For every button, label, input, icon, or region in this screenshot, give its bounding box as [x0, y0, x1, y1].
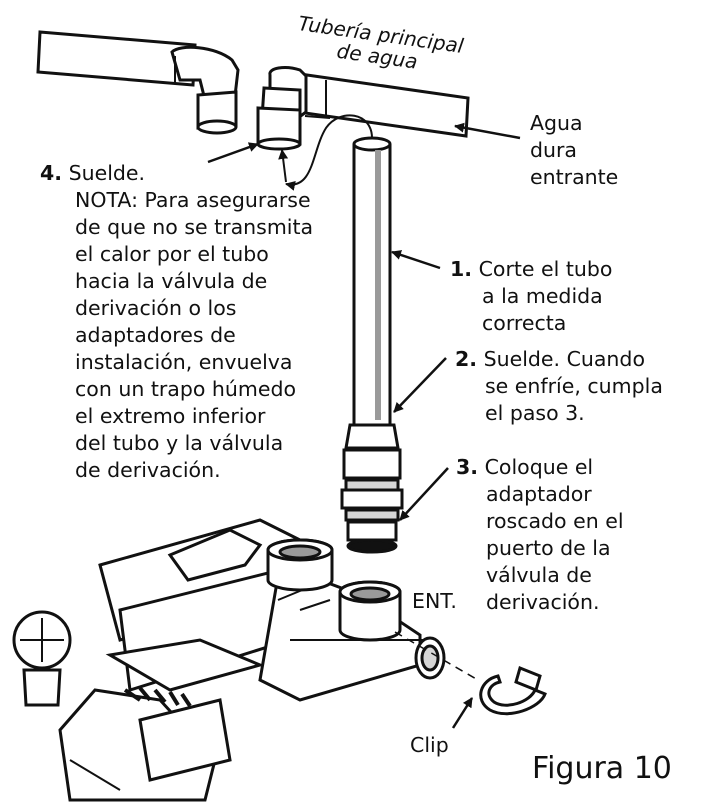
step4-number: 4.	[40, 161, 63, 185]
arrow-water-in	[454, 122, 521, 140]
step4-note-line3: el calor por el tubo	[75, 242, 269, 266]
step2-number: 2.	[455, 347, 478, 371]
step2-line3: el paso 3.	[485, 401, 585, 425]
arrow-clip	[451, 697, 474, 729]
step3-line5: válvula de	[486, 563, 592, 587]
elbow-up-arrow	[278, 149, 289, 183]
main-water-pipe-right	[256, 66, 470, 151]
arrow-step3	[399, 467, 449, 521]
vertical-pipe	[352, 136, 392, 427]
inlet-port-label: ENT.	[412, 589, 457, 613]
step1-label: 1. Corte el tubo a la medida correcta	[450, 256, 612, 337]
water-in-line3: entrante	[530, 165, 619, 189]
water-in-line2: dura	[530, 138, 577, 162]
step4-note-line4: hacia la válvula de	[75, 269, 268, 293]
arrow-step1	[391, 250, 441, 270]
main-water-pipe-left	[36, 30, 240, 135]
step2-line2: se enfríe, cumpla	[485, 374, 663, 398]
step3-number: 3.	[456, 455, 479, 479]
step4-note-line6: adaptadores de	[75, 323, 236, 347]
step4-note-line5: derivación o los	[75, 296, 237, 320]
step4-note-line11: de derivación.	[75, 458, 221, 482]
step3-line2: adaptador	[486, 482, 592, 506]
bypass-valve-assembly	[12, 518, 446, 802]
step1-line2: a la medida	[482, 284, 603, 308]
step4-note-line7: instalación, envuelva	[75, 350, 293, 374]
clip-label: Clip	[410, 733, 449, 757]
clip-part	[479, 665, 547, 716]
step3-line4: puerto de la	[486, 536, 611, 560]
step1-number: 1.	[450, 257, 473, 281]
water-in-label: Agua dura entrante	[530, 110, 618, 191]
step4-note-line2: de que no se transmita	[75, 215, 314, 239]
step1-line1: Corte el tubo	[478, 257, 613, 281]
arrow-step4	[207, 142, 259, 164]
step3-line6: derivación.	[486, 590, 600, 614]
step3-line1: Coloque el	[484, 455, 594, 479]
step2-line1: Suelde. Cuando	[483, 347, 645, 371]
clip-guide-line	[394, 631, 479, 681]
step4-note-line10: del tubo y la válvula	[75, 431, 284, 455]
threaded-adapter	[340, 423, 404, 554]
water-in-line1: Agua	[530, 111, 583, 135]
step4-label: 4. Suelde. NOTA: Para asegurarse de que …	[40, 160, 313, 484]
step1-line3: correcta	[482, 311, 567, 335]
step3-line3: roscado en el	[486, 509, 624, 533]
valve-ports	[266, 538, 402, 642]
step4-note-line9: el extremo inferior	[75, 404, 266, 428]
step4-title: Suelde.	[68, 161, 146, 185]
move-arrow-curve	[285, 114, 373, 191]
step4-note-line8: con un trapo húmedo	[75, 377, 297, 401]
step2-label: 2. Suelde. Cuando se enfríe, cumpla el p…	[455, 346, 663, 427]
step4-note-line1: NOTA: Para asegurarse	[75, 188, 311, 212]
arrow-step2	[393, 357, 447, 413]
step3-label: 3. Coloque el adaptador roscado en el pu…	[456, 454, 624, 616]
figure-label: Figura 10	[532, 751, 672, 786]
